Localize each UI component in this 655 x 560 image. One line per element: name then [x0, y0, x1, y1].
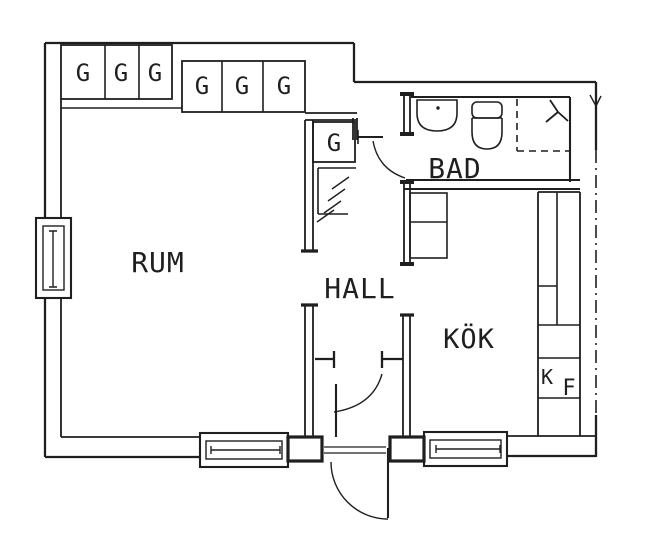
- bathroom-door: [357, 130, 406, 179]
- radiator-icon: [435, 445, 501, 453]
- kitchen-label: KÖK: [443, 323, 495, 355]
- radiator-icon: [210, 446, 281, 454]
- sink-icon: [416, 99, 458, 132]
- wardrobe-row-north: G G G G G G: [60, 44, 306, 113]
- entrance-door-swing-arc: [330, 461, 389, 520]
- freezer-label: F: [562, 376, 575, 401]
- south-wall-piers: [286, 435, 426, 463]
- wardrobe-label: G: [195, 72, 209, 100]
- radiator-icon: [49, 230, 57, 288]
- section-line: [589, 94, 602, 415]
- wardrobe-label: G: [235, 72, 249, 100]
- kitchen: K F KÖK: [400, 180, 581, 436]
- room-label-hall: HALL: [324, 272, 395, 305]
- interior-walls: [301, 120, 414, 437]
- wardrobe-label: G: [148, 59, 162, 87]
- wardrobe-label: G: [277, 72, 291, 100]
- toilet-icon: [471, 101, 503, 150]
- bathroom: BAD: [357, 92, 580, 191]
- wardrobe-group-b: [181, 60, 306, 113]
- kitchen-tall-cabinet: [537, 191, 581, 436]
- outer-walls: [43, 41, 598, 459]
- entrance-door: [324, 446, 390, 520]
- hall-wardrobe: G: [305, 112, 358, 163]
- coat-rack: [316, 167, 356, 223]
- window-south-kok: [422, 430, 509, 468]
- section-arrow-icon: [589, 94, 602, 107]
- window-west: [34, 216, 73, 300]
- inner-door-swing-arc: [333, 373, 383, 413]
- room-label-rum: RUM: [131, 246, 185, 279]
- wardrobe-label: G: [114, 59, 128, 87]
- shower-icon: [545, 99, 569, 123]
- wardrobe-group-a: [60, 44, 173, 100]
- door-threshold: [324, 446, 386, 454]
- shower-area: [516, 99, 570, 152]
- wardrobe-label: G: [76, 59, 90, 87]
- kitchen-counter: [409, 192, 448, 259]
- bathroom-label: BAD: [428, 152, 482, 185]
- wardrobe-label: G: [327, 129, 341, 157]
- fridge-label: K: [541, 365, 553, 389]
- window-south-rum: [198, 431, 290, 469]
